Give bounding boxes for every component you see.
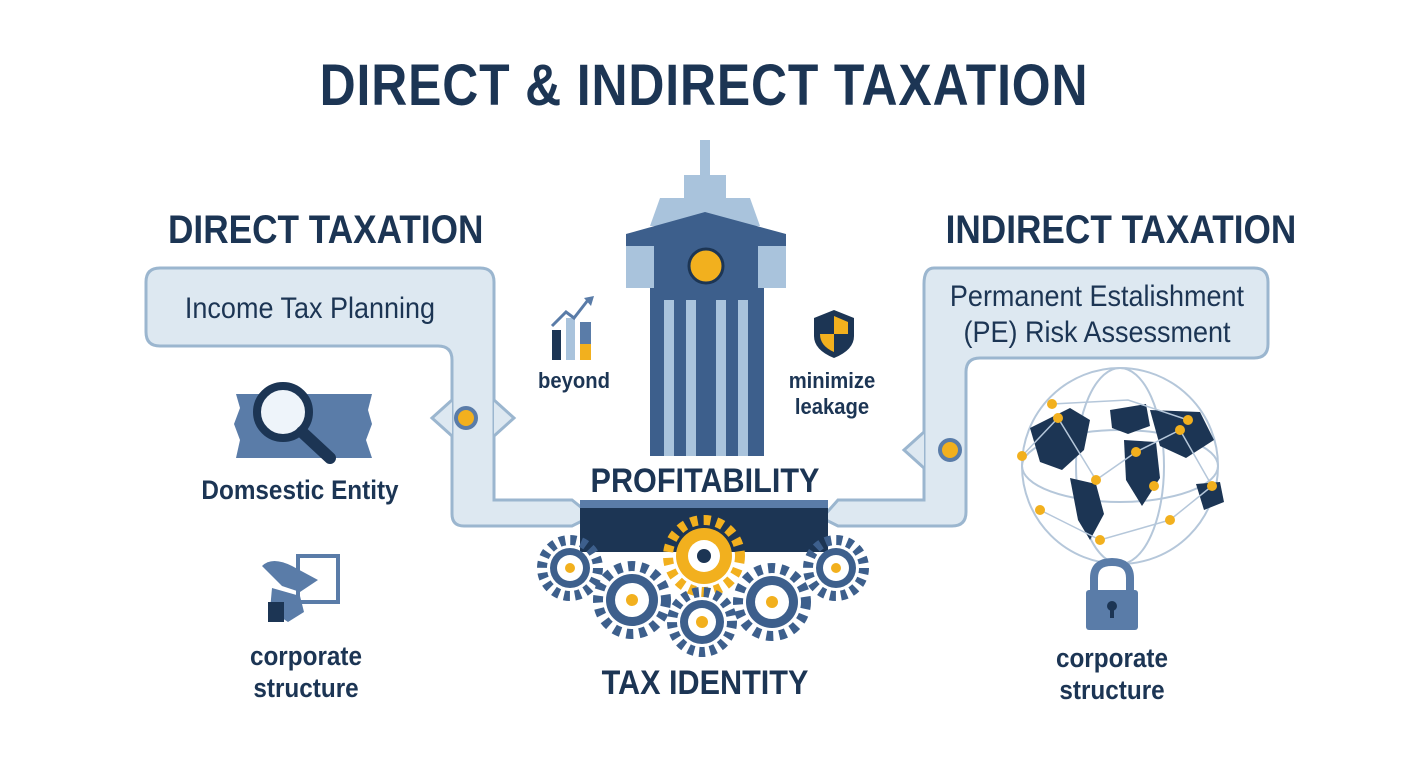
pe-line-2: (PE) Risk Assessment [963,316,1231,349]
indirect-taxation-heading: INDIRECT TAXATION [945,208,1297,252]
tax-identity-label: TAX IDENTITY [601,664,809,702]
beyond-label: beyond [538,368,610,393]
main-title: DIRECT & INDIRECT TAXATION [319,53,1089,118]
bar-chart-icon [550,296,594,360]
corporate-structure-right-label: corporate structure [1055,643,1169,705]
right-connector [819,266,1270,528]
pe-line-1: Permanent Estalishment [949,280,1245,313]
corporate-structure-left-label: corporate structure [249,641,363,703]
right-arrow-notch [901,430,926,470]
globe-network-icon [1017,367,1224,565]
tower-icon [626,140,786,456]
direct-taxation-heading: DIRECT TAXATION [168,208,484,252]
income-tax-planning-label: Income Tax Planning [184,292,436,325]
left-arrow-notch [429,398,454,438]
handshake-icon [262,554,340,622]
gears-icon [537,515,869,657]
magnifier-icon [234,382,372,464]
left-connector-dot [454,406,478,430]
domestic-entity-label: Domsestic Entity [201,475,399,505]
left-arrow-notch-right [492,398,517,438]
minimize-leakage-label: minimize leakage [788,368,876,419]
shield-icon [814,310,854,358]
padlock-icon [1086,557,1138,630]
profitability-label: PROFITABILITY [590,462,820,500]
left-connector [144,266,595,528]
right-connector-dot [938,438,962,462]
